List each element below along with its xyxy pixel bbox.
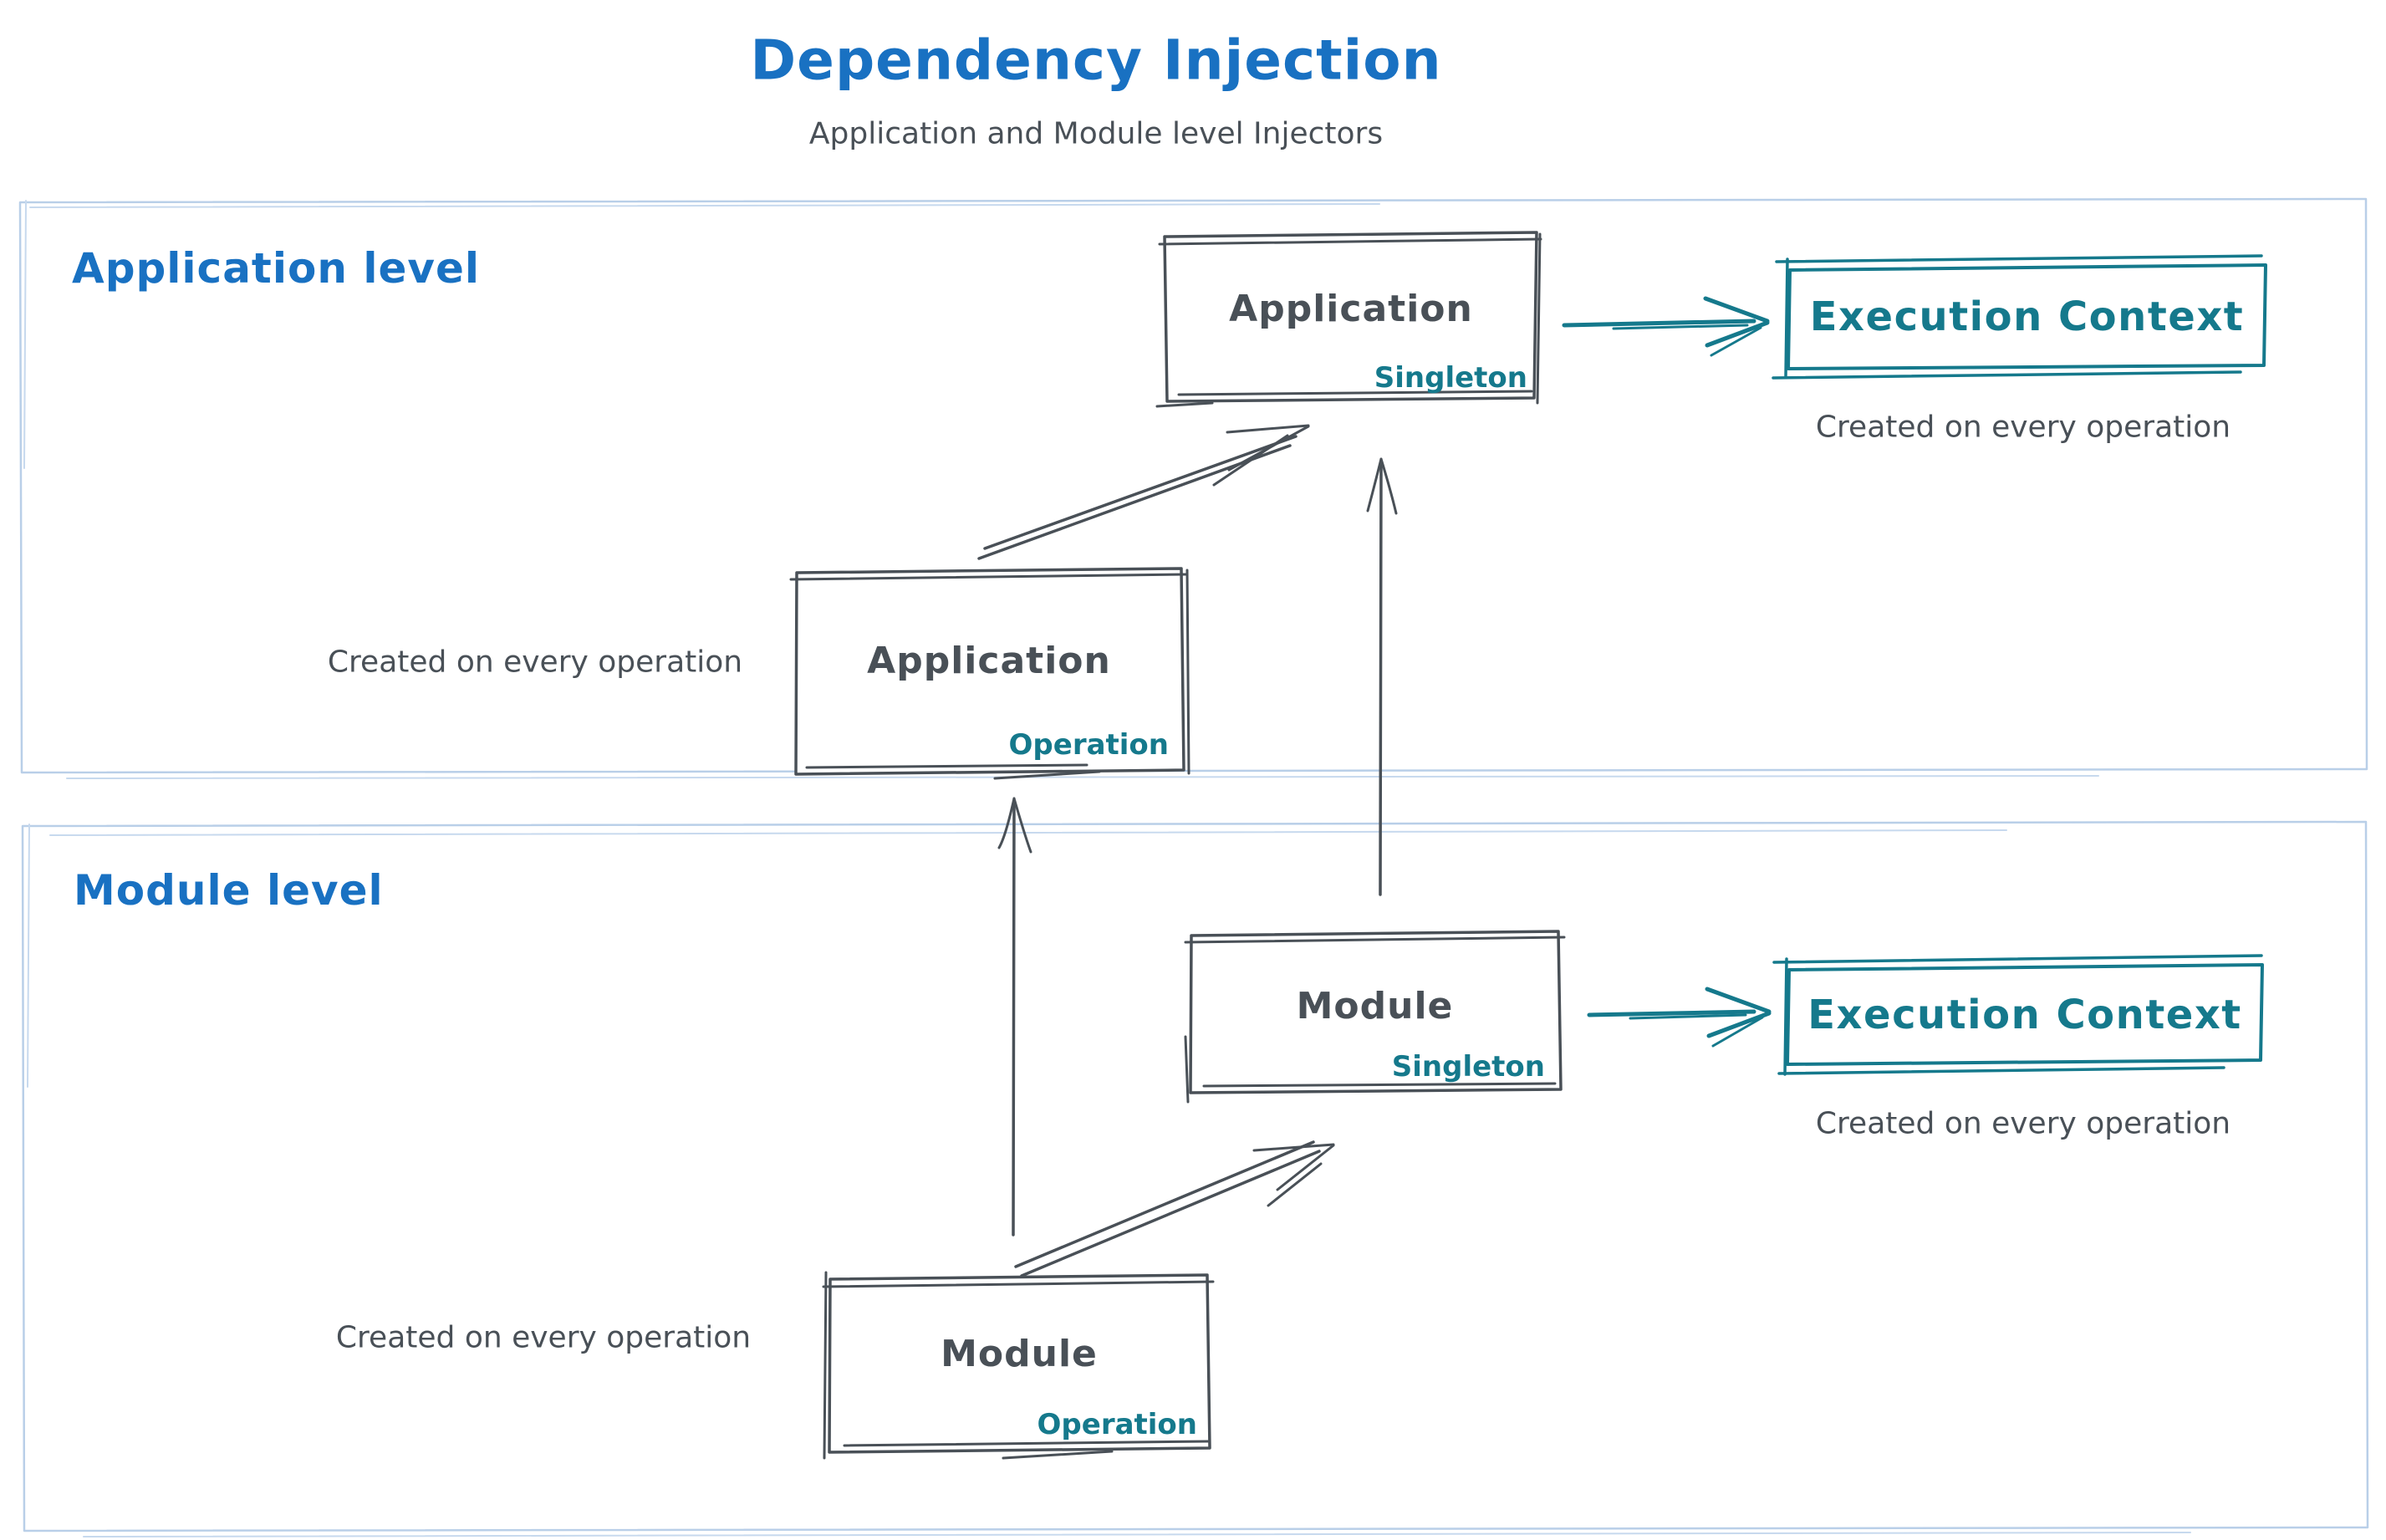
module-operation-box: Module Operation bbox=[828, 1274, 1211, 1453]
application-singleton-scope-badge: Singleton bbox=[1374, 361, 1527, 395]
arrow-module-operation-to-app-operation bbox=[997, 797, 1032, 1237]
arrow-module-singleton-to-app-singleton bbox=[1366, 457, 1398, 896]
arrow-app-singleton-to-execution-context bbox=[1562, 296, 1770, 357]
application-singleton-box-outline bbox=[1155, 231, 1542, 408]
app-execution-context-box: Execution Context bbox=[1787, 266, 2267, 368]
app-execution-context-box-outline bbox=[1772, 254, 2267, 380]
application-operation-title: Application bbox=[867, 639, 1111, 682]
arrow-module-singleton-to-execution-context bbox=[1587, 987, 1772, 1048]
application-singleton-title: Application bbox=[1229, 288, 1473, 330]
module-execution-context-title: Execution Context bbox=[1807, 991, 2242, 1038]
module-execution-context-box-outline bbox=[1772, 954, 2264, 1076]
module-operation-caption: Created on every operation bbox=[335, 1320, 752, 1355]
application-level-container bbox=[18, 197, 2368, 779]
application-operation-scope-badge: Operation bbox=[1008, 728, 1169, 762]
module-singleton-scope-badge: Singleton bbox=[1391, 1050, 1545, 1084]
application-level-label: Application level bbox=[72, 244, 481, 293]
module-level-container bbox=[21, 820, 2369, 1537]
application-singleton-box: Application Singleton bbox=[1163, 232, 1539, 401]
module-singleton-title: Module bbox=[1296, 985, 1454, 1028]
module-level-label: Module level bbox=[74, 866, 384, 915]
arrow-module-operation-to-module-singleton bbox=[1014, 1140, 1335, 1277]
arrow-app-operation-to-app-singleton bbox=[977, 424, 1310, 560]
page-subtitle: Application and Module level Injectors bbox=[808, 116, 1384, 151]
module-execution-context-box: Execution Context bbox=[1786, 966, 2264, 1063]
module-singleton-box-outline bbox=[1184, 930, 1566, 1104]
module-operation-title: Module bbox=[941, 1332, 1098, 1375]
application-operation-box: Application Operation bbox=[794, 568, 1184, 775]
module-execution-context-caption: Created on every operation bbox=[1815, 1106, 2231, 1141]
module-singleton-box: Module Singleton bbox=[1188, 931, 1562, 1094]
app-execution-context-title: Execution Context bbox=[1809, 293, 2245, 340]
module-operation-scope-badge: Operation bbox=[1037, 1408, 1197, 1441]
app-execution-context-caption: Created on every operation bbox=[1815, 410, 2231, 445]
page-title: Dependency Injection bbox=[750, 28, 1442, 93]
application-operation-box-outline bbox=[789, 567, 1190, 780]
module-operation-box-outline bbox=[822, 1271, 1215, 1460]
application-operation-caption: Created on every operation bbox=[327, 645, 743, 680]
